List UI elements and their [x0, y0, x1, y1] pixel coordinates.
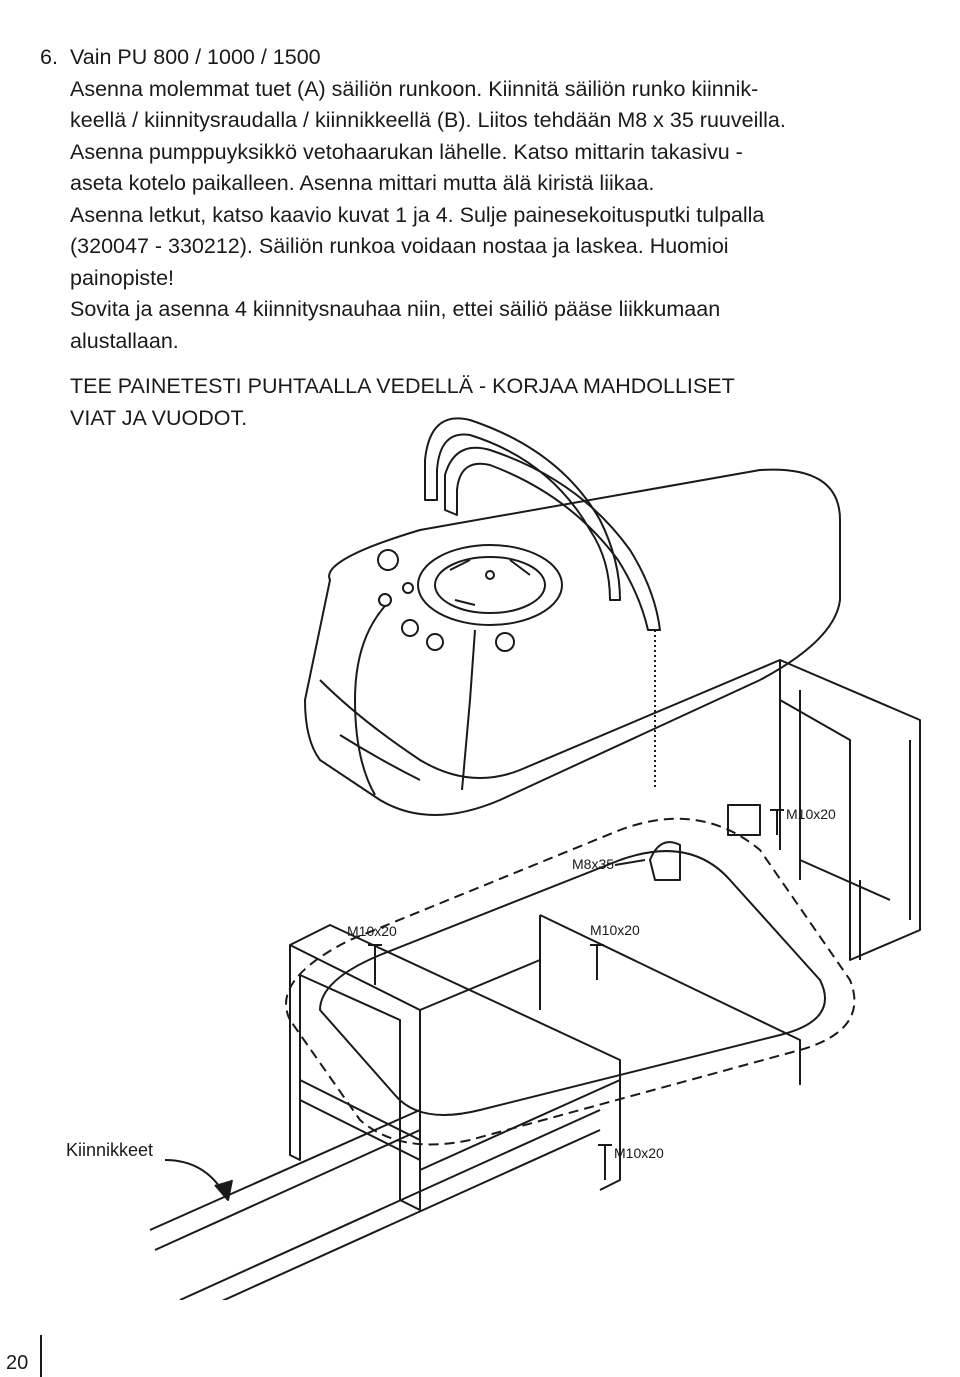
body-line: Asenna letkut, katso kaavio kuvat 1 ja 4… — [70, 202, 765, 227]
callout-m10-center: M10x20 — [590, 922, 640, 938]
body-line: alustallaan. — [70, 328, 179, 353]
bolt — [590, 944, 604, 980]
callout-m10-bottom: M10x20 — [614, 1145, 664, 1161]
callout-m10-left: M10x20 — [347, 923, 397, 939]
frame-front — [289, 944, 421, 1211]
fitting — [495, 632, 515, 652]
callout-m10-right: M10x20 — [786, 806, 836, 822]
arrow — [164, 1159, 226, 1196]
tank-frame-illustration — [149, 417, 921, 1300]
bolt — [368, 944, 382, 985]
fitting — [377, 549, 399, 571]
body-line: Asenna molemmat tuet (A) säiliön runkoon… — [70, 76, 759, 101]
warning-line: TEE PAINETESTI PUHTAALLA VEDELLÄ - KORJA… — [70, 374, 735, 398]
bolt — [598, 1144, 612, 1180]
step-body: Asenna molemmat tuet (A) säiliön runkoon… — [70, 74, 920, 358]
body-line: aseta kotelo paikalleen. Asenna mittari … — [70, 171, 655, 195]
fitting — [378, 593, 392, 607]
support-bow — [424, 417, 621, 601]
body-line: painopiste! — [70, 265, 174, 290]
bracket — [649, 841, 681, 881]
support-bow — [444, 446, 661, 631]
warning-text: TEE PAINETESTI PUHTAALLA VEDELLÄ - KORJA… — [70, 371, 920, 434]
body-line: Sovita ja asenna 4 kiinnitysnauhaa niin,… — [70, 297, 721, 321]
step-number: 6. — [40, 45, 58, 69]
hose — [461, 629, 476, 791]
step-heading: 6. Vain PU 800 / 1000 / 1500 — [40, 42, 920, 74]
fitting — [401, 619, 419, 637]
warning-line: VIAT JA VUODOT. — [70, 405, 248, 430]
page-marker — [0, 1335, 42, 1377]
callout-m8: M8x35 — [572, 856, 615, 872]
tank-lid — [417, 544, 563, 626]
page-number: 20 — [6, 1352, 29, 1374]
bolt — [770, 809, 784, 835]
hose — [354, 605, 386, 796]
step-title: Vain PU 800 / 1000 / 1500 — [70, 45, 321, 69]
fasteners-label: Kiinnikkeet — [66, 1140, 154, 1160]
fitting — [426, 633, 444, 651]
tank-body — [304, 468, 841, 816]
body-line: (320047 - 330212). Säiliön runkoa voidaa… — [70, 234, 729, 258]
body-line: Asenna pumppuyksikkö vetohaarukan lähell… — [70, 139, 743, 164]
body-line: keellä / kiinnitysraudalla / kiinnikkeel… — [70, 108, 786, 132]
bolt — [614, 859, 646, 866]
instruction-step: 6. Vain PU 800 / 1000 / 1500 Asenna molem… — [40, 42, 920, 434]
fitting — [402, 582, 414, 594]
tank-tray — [285, 817, 856, 1146]
